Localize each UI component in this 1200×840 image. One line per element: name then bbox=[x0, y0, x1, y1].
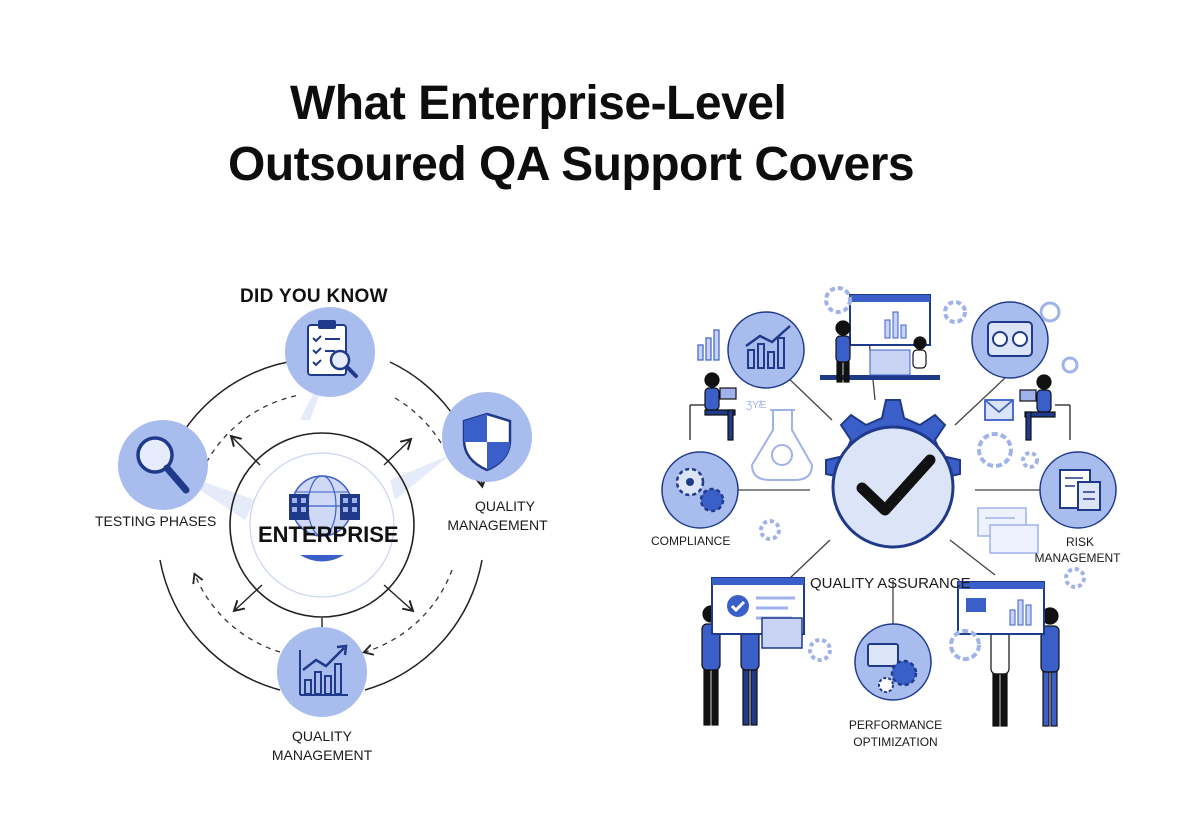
growth-chart-icon bbox=[277, 627, 367, 717]
form-documents bbox=[977, 507, 1039, 554]
decorative-gears bbox=[759, 286, 1086, 662]
quality-management-right-line2: MANAGEMENT bbox=[447, 517, 548, 533]
quality-assurance-label: QUALITY ASSURANCE bbox=[810, 575, 971, 592]
clipboard-magnifier-icon bbox=[285, 307, 375, 397]
svg-text:ƷƳ̸E: ƷƳ̸E bbox=[746, 399, 767, 411]
magnifier-icon bbox=[118, 420, 208, 510]
dashboard-screen-icon bbox=[957, 581, 1045, 635]
testing-phases-label: TESTING PHASES bbox=[95, 513, 217, 529]
compliance-gears-icon bbox=[661, 451, 739, 529]
page-title-line1: What Enterprise-Level bbox=[290, 77, 787, 130]
compliance-label: COMPLIANCE bbox=[651, 534, 731, 548]
bar-chart-icon bbox=[697, 311, 805, 389]
quality-management-bottom-line1: QUALITY bbox=[292, 728, 352, 744]
gears-icon bbox=[971, 301, 1079, 379]
risk-management-line2: MANAGEMENT bbox=[1034, 551, 1121, 565]
performance-optimization-line2: OPTIMIZATION bbox=[853, 735, 938, 749]
risk-management-line1: RISK bbox=[1065, 535, 1094, 549]
people-icon bbox=[689, 320, 1071, 727]
envelope-icon bbox=[984, 399, 1014, 421]
gear-checkmark-icon bbox=[825, 399, 961, 549]
checklist-screen-icon bbox=[711, 577, 805, 649]
did-you-know-heading: DID YOU KNOW bbox=[240, 286, 388, 307]
page-title-line2: Outsoured QA Support Covers bbox=[228, 138, 915, 191]
shield-icon bbox=[442, 392, 532, 482]
enterprise-globe-icon bbox=[289, 475, 360, 562]
dashed-cycle-ring bbox=[195, 394, 453, 652]
quality-management-right-line1: QUALITY bbox=[475, 498, 535, 514]
performance-gears-icon bbox=[854, 623, 932, 701]
performance-optimization-line1: PERFORMANCE bbox=[848, 718, 943, 732]
document-icon bbox=[1039, 451, 1117, 529]
enterprise-label: ENTERPRISE bbox=[258, 522, 399, 547]
flask-icon bbox=[750, 409, 814, 481]
inner-circle bbox=[229, 432, 415, 618]
monitor-icon bbox=[820, 294, 940, 380]
quality-management-bottom-line2: MANAGEMENT bbox=[271, 747, 373, 763]
